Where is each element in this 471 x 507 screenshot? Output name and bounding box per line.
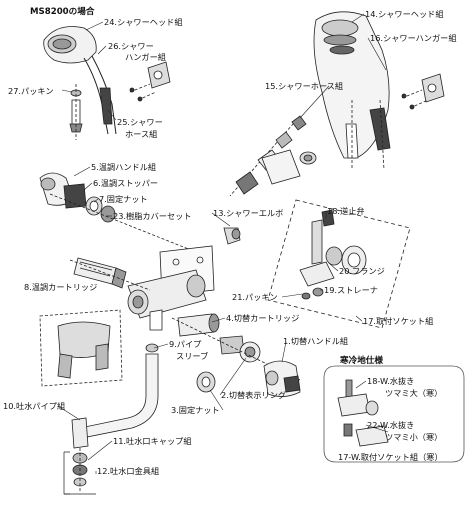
label-temperature-handle-5: 5.温調ハンドル組 bbox=[91, 162, 157, 172]
label-shower-hanger-16: 16.シャワーハンガー組 bbox=[370, 33, 457, 43]
shower-elbow-illustration bbox=[223, 227, 241, 245]
leader-lines bbox=[57, 13, 389, 474]
label-drain-knob-large-18w-a: 18-W.水抜き bbox=[367, 376, 415, 386]
label-spout-fitting-12: 12.吐水口金具組 bbox=[97, 466, 160, 476]
label-fixing-nut-3: 3.固定ナット bbox=[171, 405, 220, 415]
label-shower-elbow-13: 13.シャワーエルボ bbox=[213, 208, 284, 218]
switch-cartridge-illustration bbox=[171, 313, 301, 381]
label-pipe-sleeve-9a: 9.パイプ bbox=[169, 339, 202, 349]
shower-hose-connectors-illustration bbox=[229, 115, 317, 197]
temperature-handle-illustration bbox=[39, 172, 197, 253]
spout-fitting-bracket-illustration bbox=[63, 451, 96, 495]
label-switch-cartridge-4: 4.切替カートリッジ bbox=[226, 313, 300, 323]
cold-region-title: 寒冷地仕様 bbox=[340, 356, 383, 366]
label-shower-head-24: 24.シャワーヘッド組 bbox=[104, 17, 183, 27]
faucet-body-illustration bbox=[127, 269, 207, 331]
temperature-cartridge-illustration bbox=[69, 257, 151, 291]
switch-handle-illustration bbox=[263, 360, 301, 397]
label-spout-cap-11: 11.吐水口キャップ組 bbox=[113, 436, 192, 446]
label-spout-pipe-10: 10.吐水パイプ組 bbox=[3, 401, 66, 411]
spout-cap-illustration bbox=[72, 448, 88, 492]
label-drain-knob-small-22w-a: 22-W.水抜き bbox=[367, 420, 415, 430]
label-shower-head-14: 14.シャワーヘッド組 bbox=[365, 9, 444, 19]
label-resin-cover-23: 23.樹脂カバーセット bbox=[113, 211, 192, 221]
fixing-nut-illustration bbox=[196, 371, 216, 393]
label-mounting-socket-17: 17.取付ソケット組 bbox=[363, 316, 434, 326]
label-packing-21: 21.パッキン bbox=[232, 292, 278, 302]
label-switch-ring-2: 2.切替表示リング bbox=[221, 390, 287, 400]
label-switch-handle-1: 1.切替ハンドル組 bbox=[283, 336, 349, 346]
ms8200-shower-head-illustration bbox=[43, 26, 117, 135]
mounting-socket-illustration bbox=[267, 199, 411, 329]
label-temperature-stopper-6: 6.温調ストッパー bbox=[93, 178, 159, 188]
ms8200-packing-illustration bbox=[69, 84, 83, 140]
label-shower-hose-15: 15.シャワーホース組 bbox=[265, 81, 344, 91]
cold-region-box bbox=[323, 365, 465, 463]
shower-hanger-illustration bbox=[401, 73, 445, 110]
label-flange-20: 20.フランジ bbox=[339, 266, 385, 276]
label-temperature-cartridge-8: 8.温調カートリッジ bbox=[24, 282, 98, 292]
label-check-valve-18: 18.逆止弁 bbox=[327, 206, 365, 216]
spout-pipe-illustration bbox=[71, 343, 159, 449]
label-drain-knob-large-18w-b: ツマミ大（寒） bbox=[385, 388, 443, 398]
label-shower-hose-25b: ホース組 bbox=[125, 129, 158, 139]
label-shower-hanger-26a: 26.シャワー bbox=[108, 41, 154, 51]
spout-handle-cover-illustration bbox=[39, 309, 123, 387]
label-drain-knob-small-22w-b: ツマミ小（寒） bbox=[385, 432, 443, 442]
label-fixing-nut-7: 7.固定ナット bbox=[99, 194, 148, 204]
label-packing-27: 27.パッキン bbox=[8, 86, 54, 96]
label-mounting-socket-17w: 17-W.取付ソケット組（寒） bbox=[338, 452, 443, 462]
shower-head-illustration bbox=[313, 11, 391, 171]
label-pipe-sleeve-9b: スリーブ bbox=[176, 351, 209, 361]
ms8200-hanger-illustration bbox=[129, 61, 171, 102]
label-strainer-19: 19.ストレーナ bbox=[324, 285, 378, 295]
label-shower-hanger-26b: ハンガー組 bbox=[125, 52, 166, 62]
ms8200-title: MS8200の場合 bbox=[30, 7, 95, 17]
label-shower-hose-25a: 25.シャワー bbox=[117, 117, 163, 127]
